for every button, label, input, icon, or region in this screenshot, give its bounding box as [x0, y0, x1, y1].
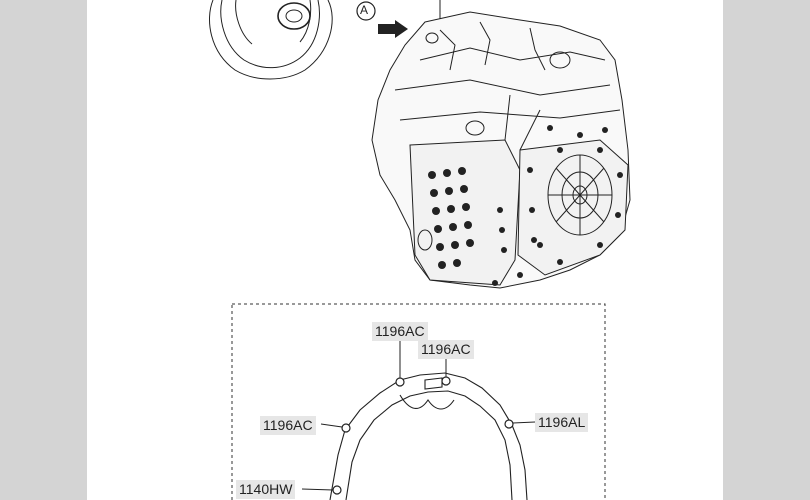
part-label-1196ac-top[interactable]: 1196AC: [372, 322, 428, 341]
view-arrow-a: [356, 1, 408, 38]
view-marker-label: A: [360, 3, 369, 17]
leader-lines: [301, 341, 536, 491]
part-label-1196ac-upper-right[interactable]: 1196AC: [418, 340, 474, 359]
part-label-1140hw[interactable]: 1140HW: [236, 480, 296, 499]
gasket: [329, 372, 528, 500]
detail-box: [231, 303, 606, 500]
transaxle-bolts: [428, 125, 623, 286]
part-label-1196ac-left[interactable]: 1196AC: [260, 416, 316, 435]
transaxle-assembly: [371, 0, 631, 289]
gasket-bolt-holes: [332, 376, 514, 495]
torque-converter: [208, 0, 333, 80]
part-label-1196al[interactable]: 1196AL: [535, 413, 589, 432]
